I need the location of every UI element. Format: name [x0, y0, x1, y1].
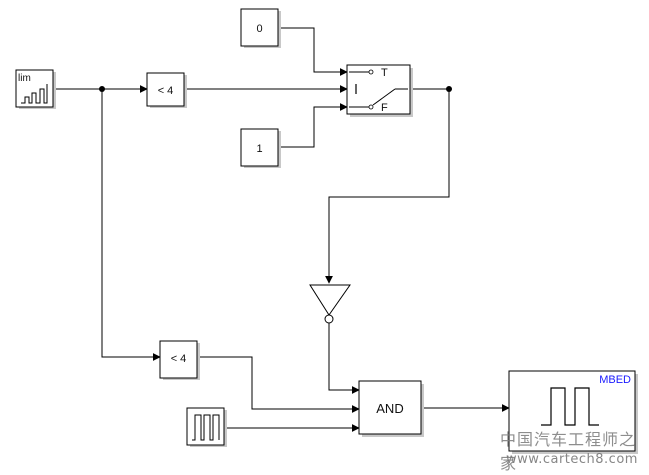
pulse-wave-icon	[192, 414, 220, 441]
constant-zero-value: 0	[256, 23, 262, 35]
switch-true-label: T	[381, 67, 388, 79]
lim-source-block[interactable]: lim	[15, 69, 56, 109]
line-to-compare-bottom	[101, 89, 161, 361]
line-compare-to-and	[197, 356, 360, 413]
watermark-url: www.cartech8.com	[506, 452, 638, 467]
not-gate[interactable]	[309, 284, 351, 324]
compare-top-label: < 4	[158, 85, 174, 97]
line-not-to-and	[328, 323, 360, 394]
switch-false-label: F	[381, 102, 388, 114]
compare-to-constant-bottom[interactable]: < 4	[159, 340, 200, 380]
pulse-generator-block[interactable]	[186, 407, 227, 447]
switch-block[interactable]: T F	[346, 64, 413, 117]
constant-zero-block[interactable]: 0	[240, 8, 281, 48]
branch-point	[99, 86, 105, 92]
line-const0-to-switch	[279, 27, 348, 76]
branch-point	[446, 86, 452, 92]
constant-one-value: 1	[256, 143, 262, 155]
mbed-label: MBED	[599, 374, 631, 386]
watermark-chinese: 中国汽车工程师之家	[500, 430, 637, 473]
and-block[interactable]: AND	[358, 380, 424, 437]
pulse-output-icon	[541, 387, 599, 426]
line-to-not	[325, 89, 450, 284]
lim-label: lim	[18, 73, 31, 84]
mbed-block[interactable]: MBED	[508, 370, 638, 454]
inversion-bubble	[324, 314, 334, 324]
staircase-signal-icon	[21, 84, 48, 104]
signal-lines	[54, 27, 510, 432]
line-const1-to-switch	[279, 103, 348, 148]
compare-bottom-label: < 4	[171, 353, 187, 365]
compare-to-constant-top[interactable]: < 4	[146, 72, 187, 108]
constant-one-block[interactable]: 1	[240, 128, 281, 168]
and-label: AND	[376, 401, 403, 416]
